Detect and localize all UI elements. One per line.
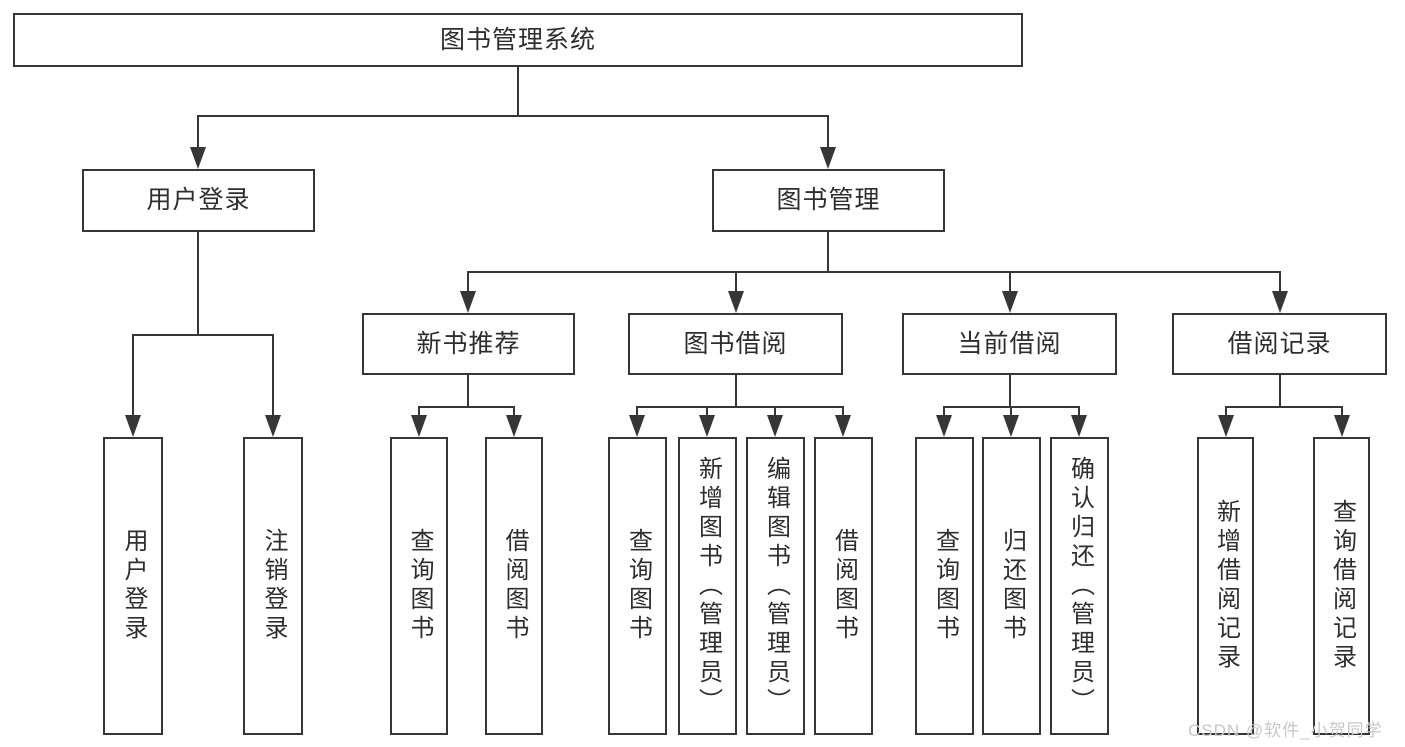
connector-line [197, 115, 829, 117]
arrow-down-icon [1334, 415, 1350, 437]
connector-line [706, 406, 708, 419]
connector-line [132, 334, 134, 419]
leaf-add-book-admin: 新增图书（管理员） [678, 437, 737, 735]
leaf-query-books-recommend: 查询图书 [390, 437, 448, 735]
leaf-confirm-return-admin: 确认归还（管理员） [1050, 437, 1109, 735]
connector-line [197, 232, 199, 336]
arrow-down-icon [1272, 291, 1288, 313]
connector-line [1010, 406, 1012, 419]
leaf-borrow-books: 借阅图书 [814, 437, 873, 735]
leaf-borrow-books-recommend: 借阅图书 [485, 437, 543, 735]
node-book-management: 图书管理 [712, 169, 945, 232]
leaf-user-login: 用户登录 [103, 437, 163, 735]
connector-line [132, 334, 274, 336]
leaf-return-books: 归还图书 [982, 437, 1041, 735]
leaf-query-books-current: 查询图书 [915, 437, 974, 735]
leaf-add-borrow-record: 新增借阅记录 [1197, 437, 1254, 735]
connector-line [517, 67, 519, 116]
connector-line [636, 406, 844, 408]
arrow-down-icon [125, 415, 141, 437]
node-current-borrow: 当前借阅 [902, 313, 1117, 375]
connector-line [513, 406, 515, 419]
node-new-book-recommend: 新书推荐 [362, 313, 575, 375]
arrow-down-icon [190, 147, 206, 169]
node-root-title: 图书管理系统 [13, 13, 1023, 67]
connector-line [467, 271, 469, 295]
arrow-down-icon [820, 147, 836, 169]
leaf-edit-book-admin: 编辑图书（管理员） [746, 437, 805, 735]
connector-line [418, 406, 420, 419]
arrow-down-icon [936, 415, 952, 437]
connector-line [827, 115, 829, 151]
connector-line [272, 334, 274, 419]
connector-line [1225, 406, 1227, 419]
connector-line [1341, 406, 1343, 419]
connector-line [842, 406, 844, 419]
arrow-down-icon [767, 415, 783, 437]
arrow-down-icon [460, 291, 476, 313]
arrow-down-icon [699, 415, 715, 437]
csdn-watermark: CSDN @软件_小贺同学 [1188, 721, 1383, 740]
connector-line [467, 271, 1281, 273]
connector-line [943, 406, 945, 419]
connector-line [636, 406, 638, 419]
connector-line [735, 375, 737, 408]
connector-line [827, 232, 829, 273]
leaf-query-borrow-record: 查询借阅记录 [1313, 437, 1370, 735]
connector-line [735, 271, 737, 295]
connector-line [1009, 375, 1011, 408]
arrow-down-icon [835, 415, 851, 437]
connector-line [197, 115, 199, 151]
connector-line [418, 406, 515, 408]
connector-line [1279, 375, 1281, 408]
arrow-down-icon [411, 415, 427, 437]
node-user-login: 用户登录 [82, 169, 315, 232]
connector-line [1279, 271, 1281, 295]
connector-line [467, 375, 469, 408]
connector-line [1225, 406, 1343, 408]
leaf-query-books-borrow: 查询图书 [608, 437, 667, 735]
arrow-down-icon [506, 415, 522, 437]
connector-line [1009, 271, 1011, 295]
arrow-down-icon [629, 415, 645, 437]
leaf-logout: 注销登录 [243, 437, 303, 735]
connector-line [774, 406, 776, 419]
arrow-down-icon [1071, 415, 1087, 437]
arrow-down-icon [265, 415, 281, 437]
connector-line [1078, 406, 1080, 419]
arrow-down-icon [728, 291, 744, 313]
node-borrow-records: 借阅记录 [1172, 313, 1387, 375]
arrow-down-icon [1002, 291, 1018, 313]
node-book-borrow: 图书借阅 [628, 313, 843, 375]
arrow-down-icon [1003, 415, 1019, 437]
arrow-down-icon [1218, 415, 1234, 437]
